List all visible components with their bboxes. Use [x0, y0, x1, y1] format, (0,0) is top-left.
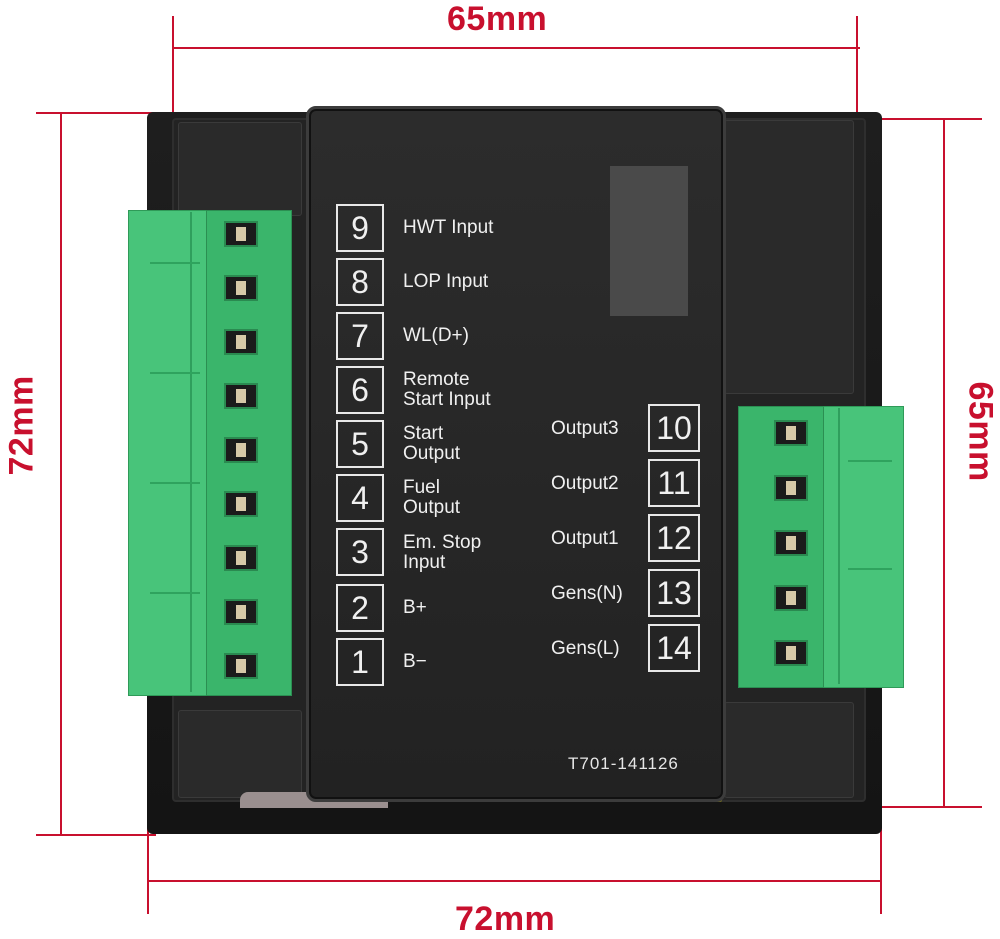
terminal-label-4: Fuel Output	[403, 477, 461, 518]
terminal-number-9: 9	[336, 204, 384, 252]
model-code: T701-141126	[568, 754, 679, 773]
top-left-block	[178, 122, 302, 216]
screw-terminal-9[interactable]	[224, 221, 258, 247]
top-width-label: 65mm	[447, 0, 548, 38]
screw-terminal-10[interactable]	[774, 420, 808, 446]
terminal-label-2: B+	[403, 597, 427, 618]
terminal-number-2: 2	[336, 584, 384, 632]
top-right-block	[724, 120, 854, 394]
terminal-number-4: 4	[336, 474, 384, 522]
terminal-number-10: 10	[648, 404, 700, 452]
terminal-number-3: 3	[336, 528, 384, 576]
terminal-number-7: 7	[336, 312, 384, 360]
terminal-label-9: HWT Input	[403, 217, 494, 238]
screw-terminal-14[interactable]	[774, 640, 808, 666]
terminal-label-8: LOP Input	[403, 271, 489, 292]
terminal-label-7: WL(D+)	[403, 325, 469, 346]
terminal-label-11: Output2	[551, 473, 619, 494]
screw-terminal-1[interactable]	[224, 653, 258, 679]
terminal-label-13: Gens(N)	[551, 583, 623, 604]
terminal-label-6: Remote Start Input	[403, 369, 491, 410]
terminal-number-13: 13	[648, 569, 700, 617]
screw-terminal-5[interactable]	[224, 437, 258, 463]
terminal-number-11: 11	[648, 459, 700, 507]
terminal-number-5: 5	[336, 420, 384, 468]
terminal-number-14: 14	[648, 624, 700, 672]
screw-terminal-11[interactable]	[774, 475, 808, 501]
terminal-label-1: B−	[403, 651, 427, 672]
right-height-label: 65mm	[961, 381, 1000, 482]
screw-terminal-4[interactable]	[224, 491, 258, 517]
bottom-left-block	[178, 710, 302, 798]
screw-terminal-2[interactable]	[224, 599, 258, 625]
redacted-sticker	[610, 166, 688, 316]
screw-terminal-8[interactable]	[224, 275, 258, 301]
screw-terminal-13[interactable]	[774, 585, 808, 611]
terminal-number-1: 1	[336, 638, 384, 686]
screw-terminal-6[interactable]	[224, 383, 258, 409]
screw-terminal-3[interactable]	[224, 545, 258, 571]
screw-terminal-7[interactable]	[224, 329, 258, 355]
terminal-label-14: Gens(L)	[551, 638, 620, 659]
terminal-label-12: Output1	[551, 528, 619, 549]
left-height-label: 72mm	[2, 375, 41, 476]
terminal-label-5: Start Output	[403, 423, 461, 464]
terminal-number-12: 12	[648, 514, 700, 562]
terminal-label-10: Output3	[551, 418, 619, 439]
screw-terminal-12[interactable]	[774, 530, 808, 556]
bottom-width-label: 72mm	[455, 900, 556, 938]
bottom-right-block	[724, 702, 854, 798]
terminal-label-3: Em. Stop Input	[403, 532, 482, 573]
terminal-number-8: 8	[336, 258, 384, 306]
terminal-number-6: 6	[336, 366, 384, 414]
